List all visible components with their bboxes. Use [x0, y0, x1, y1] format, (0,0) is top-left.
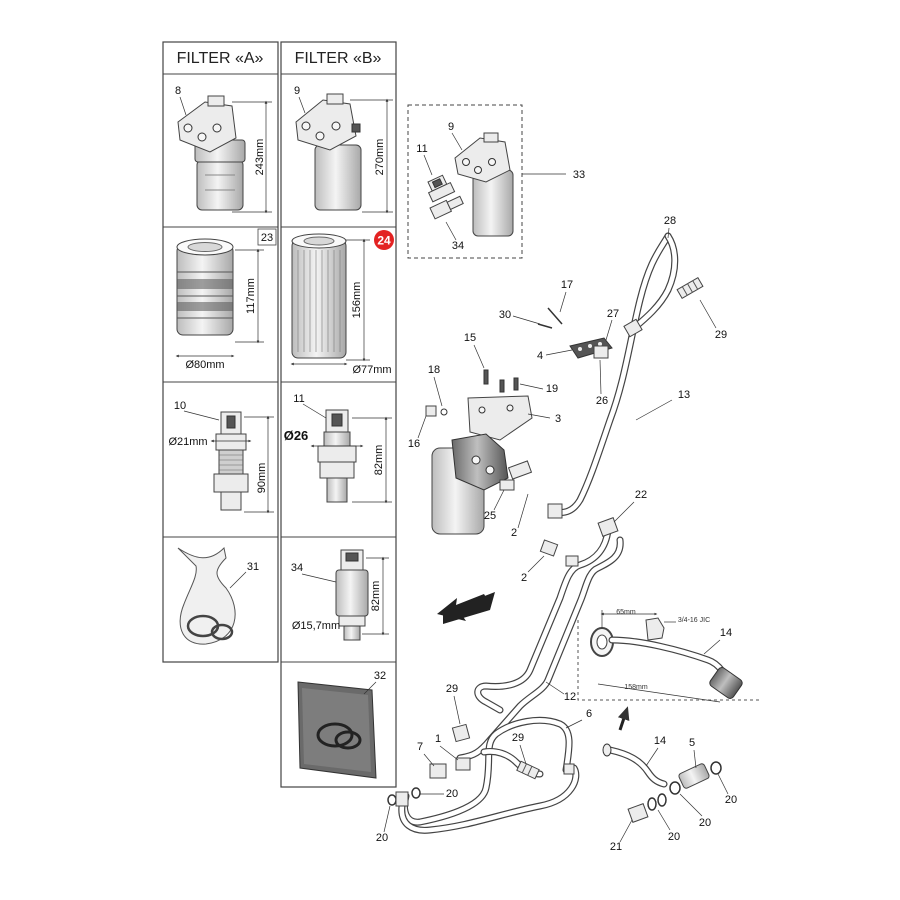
detail-14: 65mm 3/4-16 JIC 158mm: [577, 609, 760, 731]
filter-a-seal-kit: [177, 546, 236, 645]
filter-b-element-diameter: Ø77mm: [352, 364, 391, 376]
callout-22: 22: [635, 489, 647, 501]
callout-28: 28: [664, 215, 676, 227]
filter-b-sensor-11: [317, 409, 357, 503]
filter-b-housing: [295, 93, 362, 211]
main-filter-housing: [431, 433, 533, 535]
flow-arrow-body: [443, 592, 495, 624]
callout-2-lower: 2: [521, 572, 527, 584]
callout-7: 7: [417, 741, 423, 753]
callout-3: 3: [555, 413, 561, 425]
filter-a-sensor: [213, 411, 249, 511]
callout-20-e: 20: [668, 831, 680, 843]
callout-8: 8: [175, 85, 181, 97]
callout-32: 32: [374, 670, 386, 682]
filter-a-title: FILTER «A»: [177, 50, 264, 67]
callout-14-detail: 14: [720, 627, 732, 639]
callout-13: 13: [678, 389, 690, 401]
filter-b-sensor-11-diameter: Ø26: [284, 428, 309, 443]
hydraulic-lines: [398, 232, 679, 834]
callout-10: 10: [174, 400, 186, 412]
filter-b-seal-kit: [297, 681, 377, 779]
callout-9: 9: [294, 85, 300, 97]
callout-18: 18: [428, 364, 440, 376]
assembly-33-box: [407, 104, 523, 259]
callout-29-mid: 29: [446, 683, 458, 695]
callout-27: 27: [607, 308, 619, 320]
callout-20-a: 20: [446, 788, 458, 800]
callout-33: 33: [573, 169, 585, 181]
callout-2-upper: 2: [511, 527, 517, 539]
detail-14-thread: 3/4-16 JIC: [678, 617, 710, 624]
callout-11-assembly: 11: [416, 143, 427, 155]
filter-a-housing: [177, 95, 246, 211]
filter-b-sensor-34-height: 82mm: [370, 581, 382, 612]
filter-a-column: [162, 41, 279, 663]
callout-19: 19: [546, 383, 558, 395]
callout-20-b: 20: [376, 832, 388, 844]
filter-a-element-diameter: Ø80mm: [185, 359, 224, 371]
callout-23: 23: [261, 232, 273, 244]
filter-b-column: [280, 41, 397, 788]
callout-34-table: 34: [291, 562, 303, 574]
filter-b-title: FILTER «B»: [295, 50, 382, 67]
callout-30: 30: [499, 309, 511, 321]
callout-31: 31: [247, 561, 259, 573]
callout-24: 24: [377, 234, 391, 248]
callout-21: 21: [610, 841, 622, 853]
fittings: [387, 276, 704, 807]
filter-b-sensor-34: [335, 549, 369, 641]
callout-29-bottom: 29: [512, 732, 524, 744]
manifold-block: [537, 307, 613, 359]
callout-29-top: 29: [715, 329, 727, 341]
callout-14-lower: 14: [654, 735, 666, 747]
badge-24: [374, 230, 394, 250]
filter-b-housing-height: 270mm: [374, 139, 386, 176]
callout-5: 5: [689, 737, 695, 749]
filter-b-sensor-34-diameter: Ø15,7mm: [292, 620, 340, 632]
callout-6: 6: [586, 708, 592, 720]
callout-20-d: 20: [699, 817, 711, 829]
filter-a-sensor-diameter: Ø21mm: [168, 436, 207, 448]
filter-b-element: [291, 233, 347, 359]
callout-16: 16: [408, 438, 420, 450]
callout-12: 12: [564, 691, 576, 703]
callout-1: 1: [435, 733, 441, 745]
callout-26: 26: [596, 395, 608, 407]
callout-17: 17: [561, 279, 573, 291]
callout-9-assembly: 9: [448, 121, 454, 133]
filter-table: FILTER «A» FILTER «B» 8 243mm: [162, 41, 397, 788]
filter-a-housing-height: 243mm: [254, 139, 266, 176]
filter-b-sensor-11-height: 82mm: [373, 445, 385, 476]
callout-15: 15: [464, 332, 476, 344]
callout-25: 25: [484, 510, 496, 522]
filter-a-element: [176, 238, 234, 336]
callout-34-assembly: 34: [452, 240, 464, 252]
callout-11-table: 11: [293, 393, 304, 405]
bottom-right-parts: [602, 743, 722, 823]
detail-14-dim-bottom: 158mm: [624, 684, 648, 691]
filter-a-element-height: 117mm: [245, 278, 257, 314]
filter-b-element-height: 156mm: [351, 282, 363, 319]
detail-14-dim-top: 65mm: [616, 609, 636, 616]
filter-a-sensor-height: 90mm: [256, 463, 268, 494]
callout-20-c: 20: [725, 794, 737, 806]
filter-mounting-bracket: [425, 369, 533, 441]
callouts: 28 29 17 30 27 4 26 15 18 19 3 13 16 25 …: [376, 215, 737, 853]
callout-4: 4: [537, 350, 543, 362]
